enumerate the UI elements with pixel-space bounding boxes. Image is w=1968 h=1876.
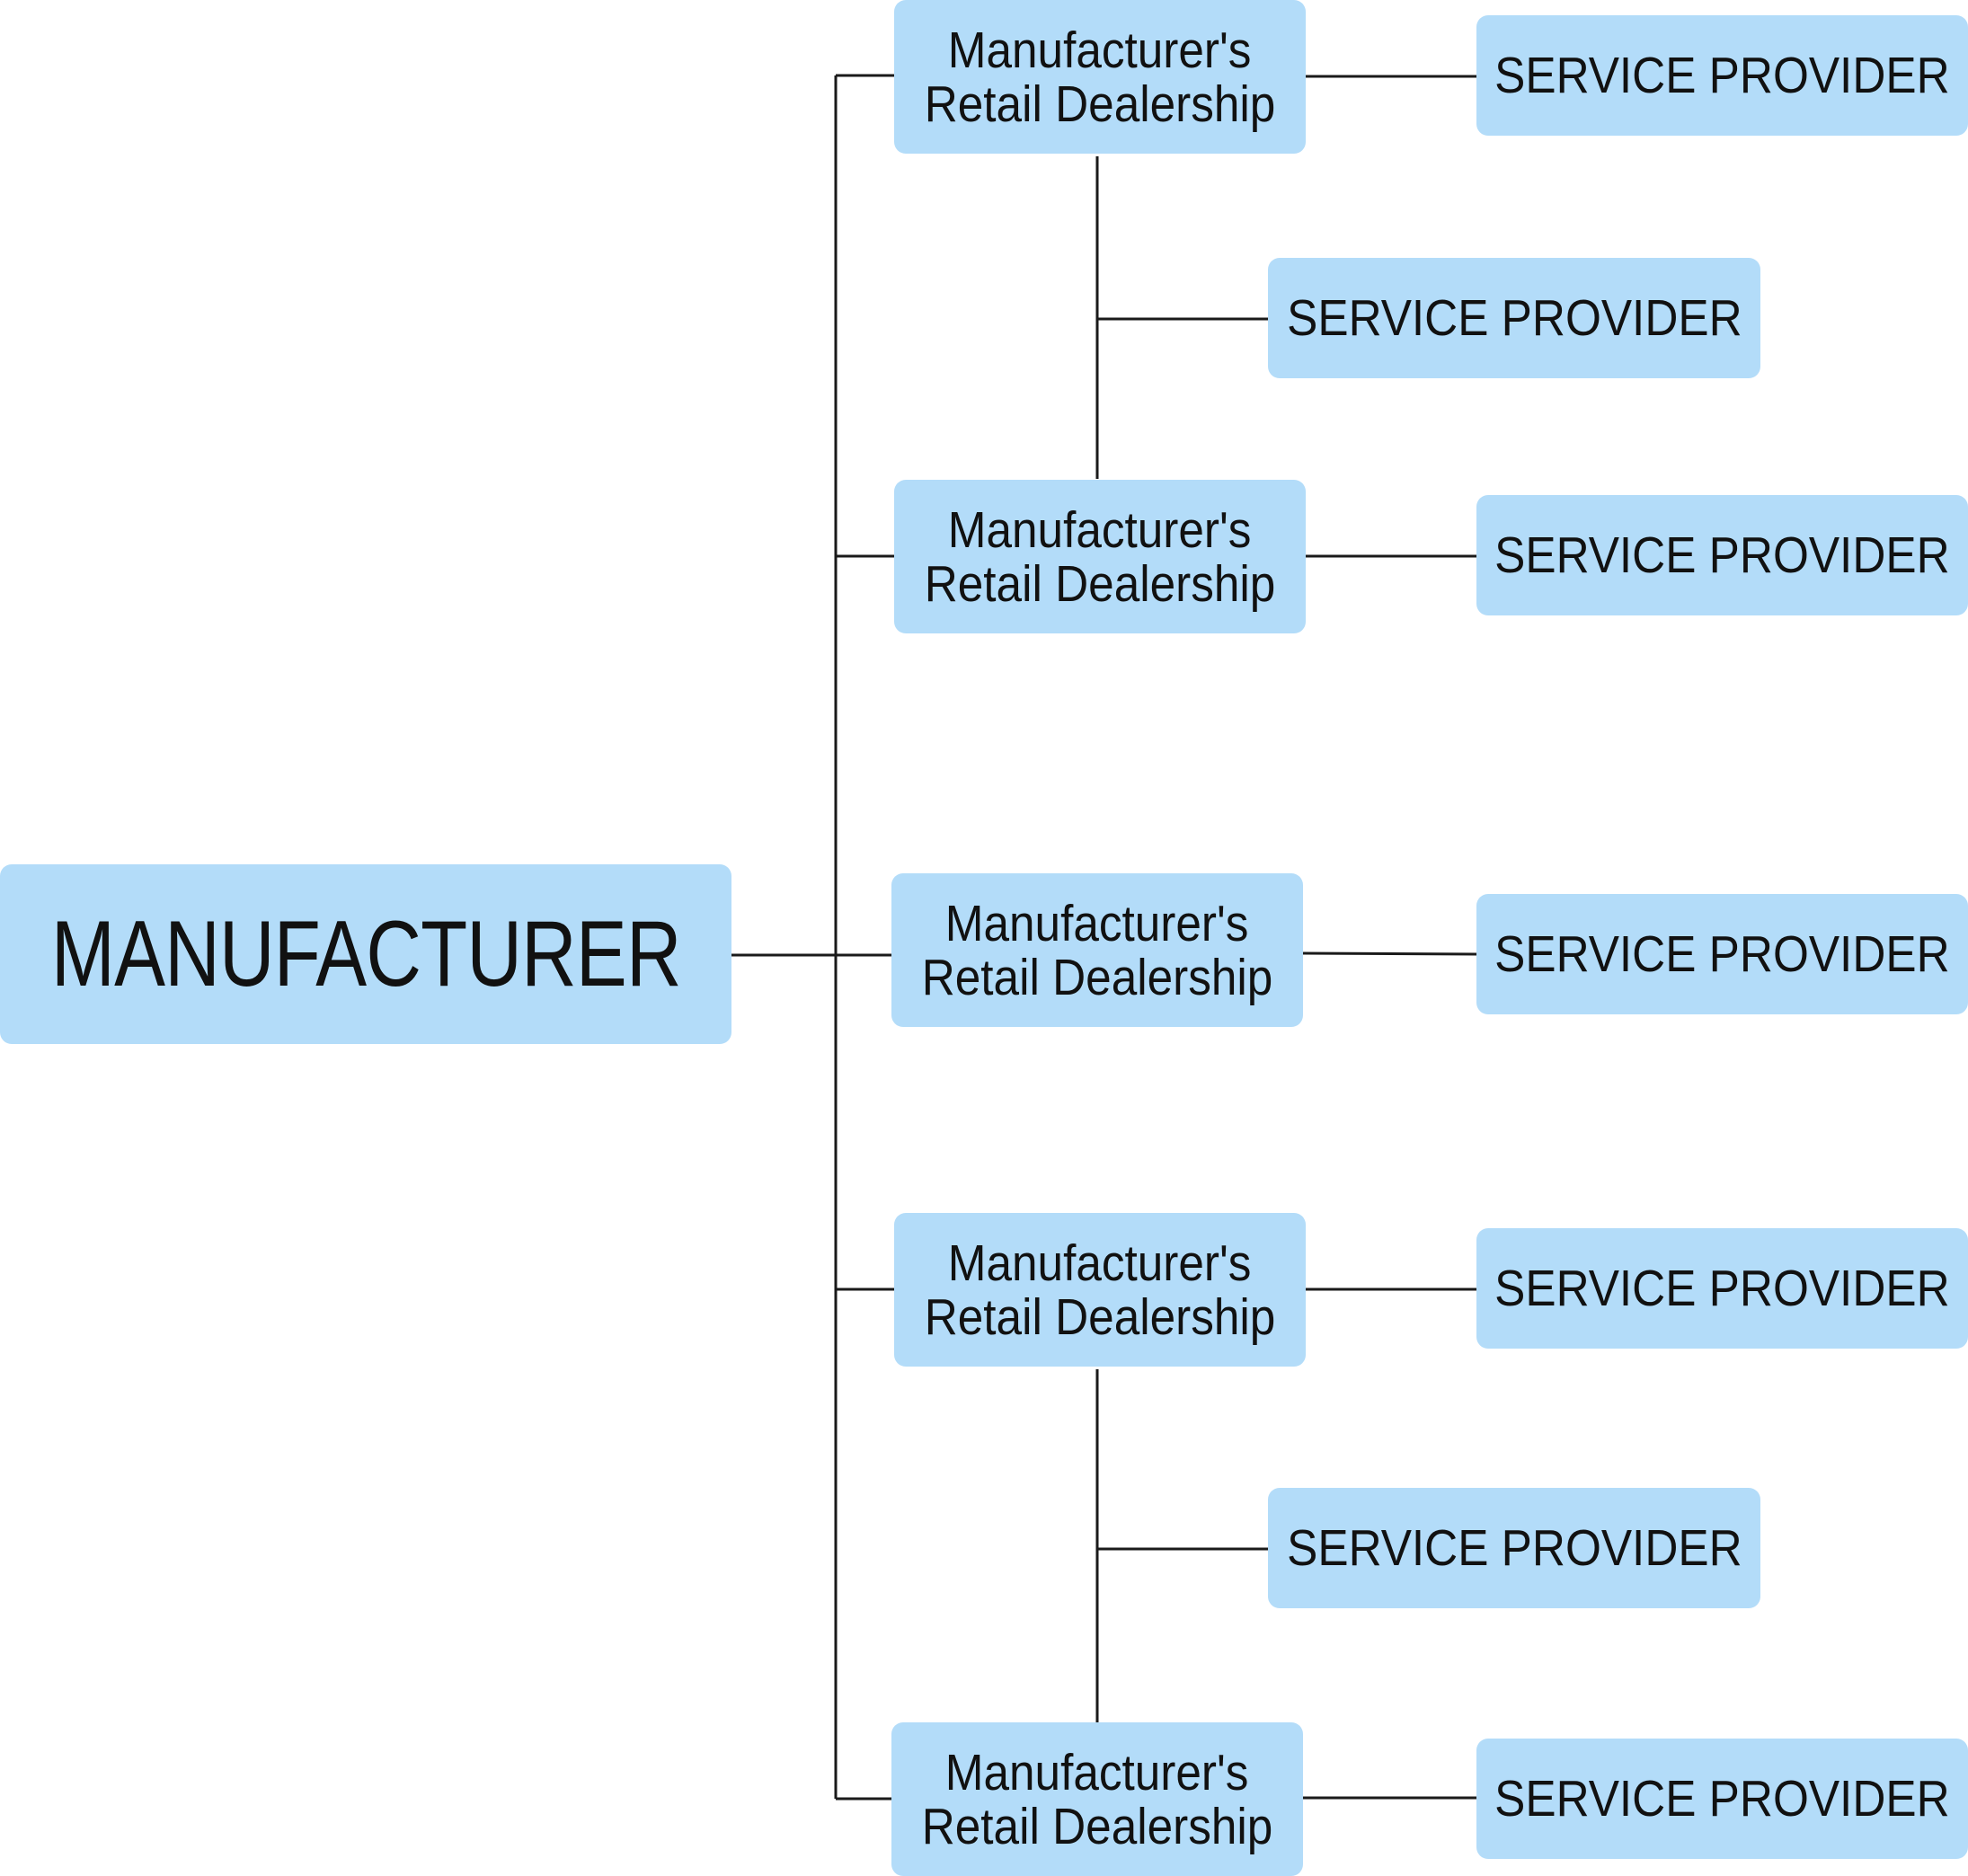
dealership-label-line2: Retail Dealership <box>924 554 1276 613</box>
service-provider-label: SERVICE PROVIDER <box>1494 47 1950 104</box>
service-provider-label: SERVICE PROVIDER <box>1286 289 1742 347</box>
manufacturer-box: MANUFACTURER <box>0 864 731 1044</box>
service-provider-label: SERVICE PROVIDER <box>1494 925 1950 983</box>
dealership-label-line1: Manufacturer's <box>945 1743 1249 1801</box>
service-provider-box-4: SERVICE PROVIDER <box>1476 894 1968 1014</box>
dealership-label-line1: Manufacturer's <box>945 894 1249 952</box>
dealership-label-line1: Manufacturer's <box>948 500 1252 559</box>
connector-dealer-3-to-sp-4 <box>1302 951 1477 956</box>
service-provider-box-6: SERVICE PROVIDER <box>1268 1488 1760 1608</box>
service-provider-label: SERVICE PROVIDER <box>1494 527 1950 584</box>
service-provider-box-2: SERVICE PROVIDER <box>1268 258 1760 378</box>
dealership-label-line1: Manufacturer's <box>948 1234 1252 1292</box>
dealership-label-line2: Retail Dealership <box>924 75 1276 133</box>
dealership-label-line2: Retail Dealership <box>921 1797 1273 1855</box>
service-provider-label: SERVICE PROVIDER <box>1494 1260 1950 1317</box>
manufacturer-label: MANUFACTURER <box>50 901 682 1006</box>
dealership-box-2: Manufacturer's Retail Dealership <box>894 480 1306 633</box>
service-provider-box-3: SERVICE PROVIDER <box>1476 495 1968 615</box>
dealership-label-line1: Manufacturer's <box>948 21 1252 79</box>
service-provider-box-1: SERVICE PROVIDER <box>1476 15 1968 136</box>
dealership-label-line2: Retail Dealership <box>924 1288 1276 1346</box>
dealership-box-3: Manufacturer's Retail Dealership <box>891 873 1303 1027</box>
service-provider-box-5: SERVICE PROVIDER <box>1476 1228 1968 1349</box>
service-provider-label: SERVICE PROVIDER <box>1286 1519 1742 1577</box>
service-provider-label: SERVICE PROVIDER <box>1494 1770 1950 1827</box>
dealership-box-4: Manufacturer's Retail Dealership <box>894 1213 1306 1367</box>
dealership-label-line2: Retail Dealership <box>921 948 1273 1006</box>
dealership-box-5: Manufacturer's Retail Dealership <box>891 1722 1303 1876</box>
dealership-box-1: Manufacturer's Retail Dealership <box>894 0 1306 154</box>
service-provider-box-7: SERVICE PROVIDER <box>1476 1739 1968 1859</box>
